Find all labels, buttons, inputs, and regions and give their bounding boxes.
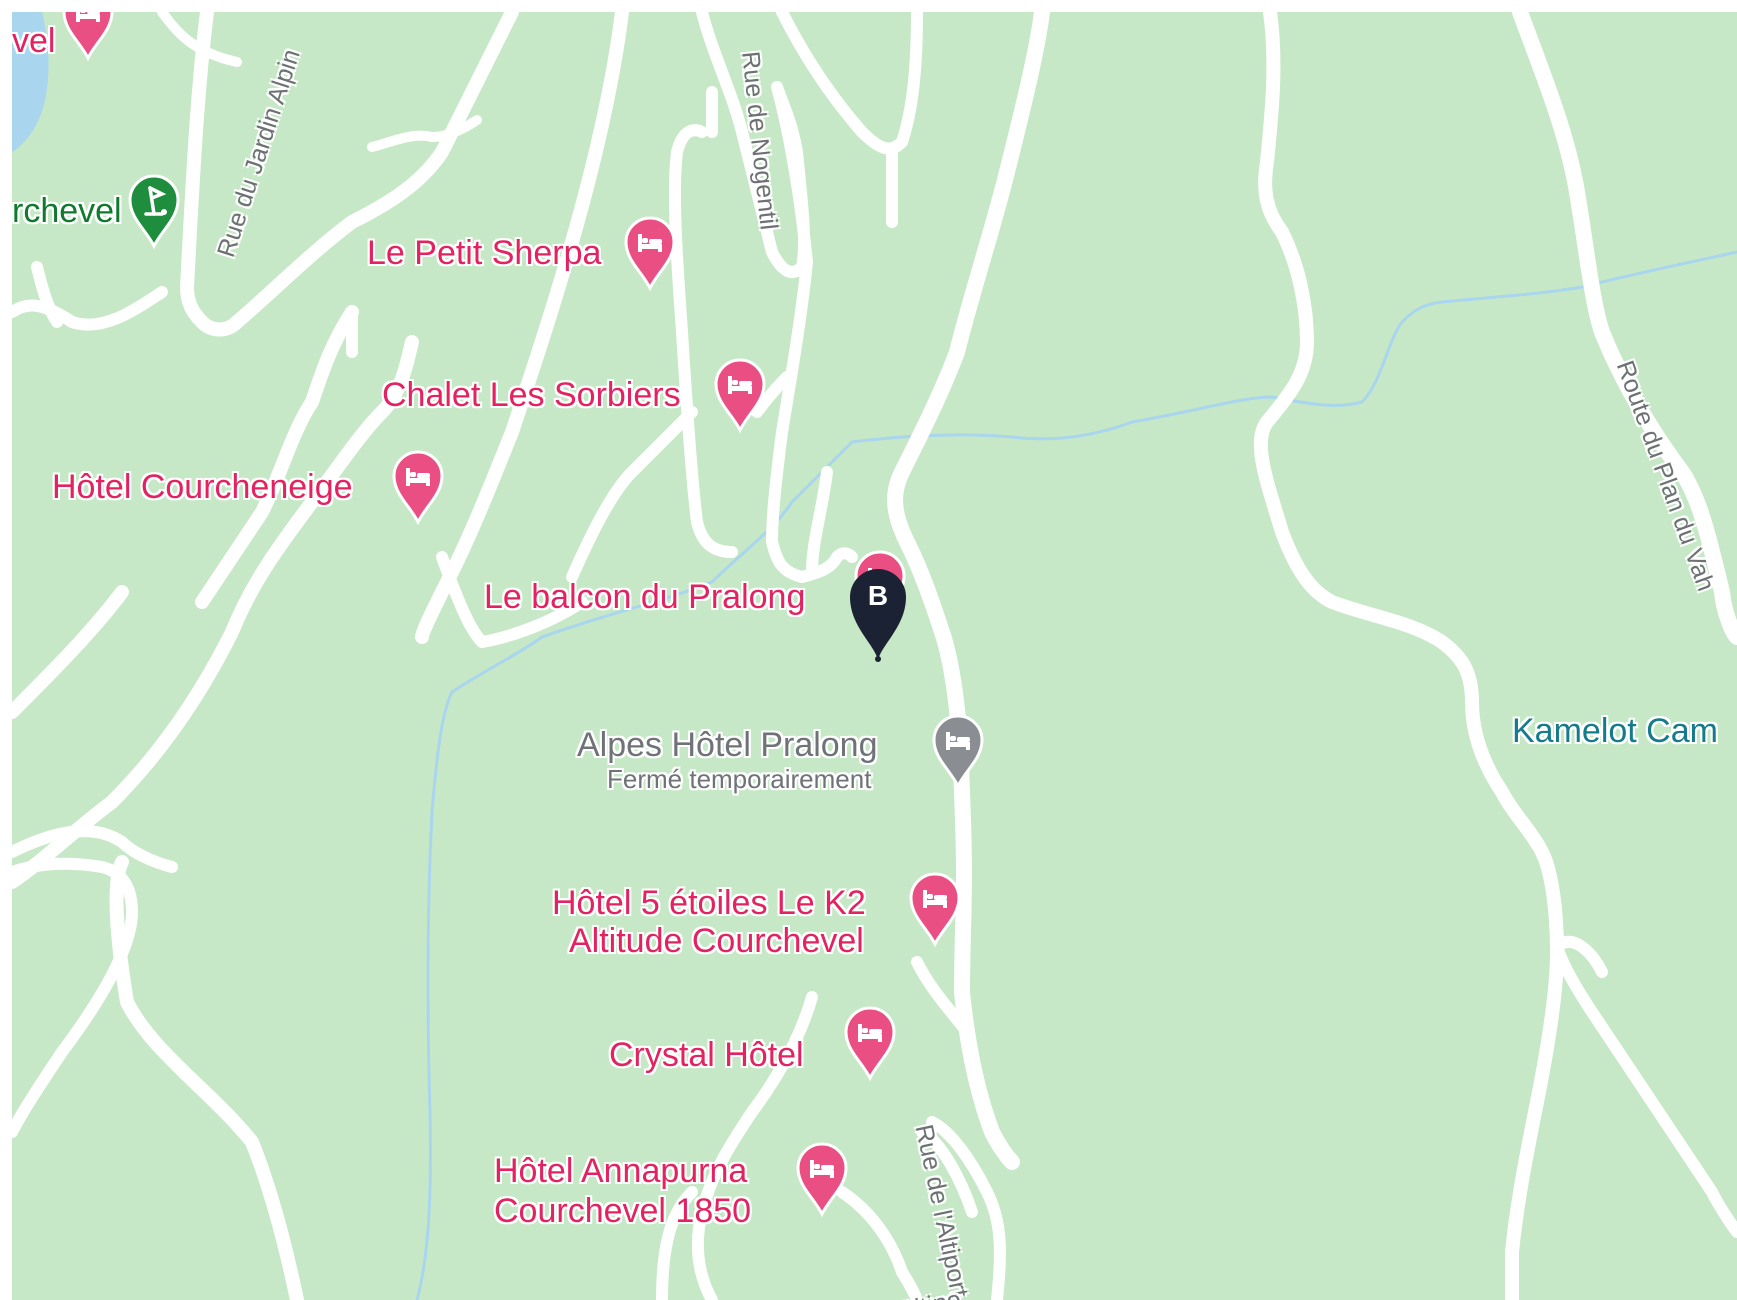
hotel-bed-icon bbox=[392, 450, 444, 526]
poi-label: Hôtel Courcheneige bbox=[52, 468, 353, 506]
streams bbox=[415, 250, 1737, 1300]
golf-label: rchevel bbox=[12, 192, 122, 230]
poi-label: Crystal Hôtel bbox=[609, 1036, 804, 1074]
map-base-layer bbox=[12, 12, 1737, 1300]
hotel-bed-icon bbox=[844, 1006, 896, 1082]
poi-label: Le Petit Sherpa bbox=[367, 234, 602, 272]
poi-label: Hôtel Annapurna bbox=[494, 1152, 748, 1190]
hotel-bed-icon bbox=[624, 216, 676, 292]
poi-label: Hôtel 5 étoiles Le K2 bbox=[552, 884, 866, 922]
lake bbox=[12, 12, 49, 152]
poi-status: Fermé temporairement bbox=[607, 764, 872, 794]
hotel-bed-icon bbox=[62, 12, 114, 62]
hotel-bed-icon bbox=[796, 1142, 848, 1218]
location-marker-b[interactable]: B bbox=[847, 564, 909, 664]
poi-label: Chalet Les Sorbiers bbox=[382, 376, 681, 414]
hotel-bed-icon bbox=[932, 714, 984, 790]
golf-icon bbox=[128, 174, 180, 250]
map-canvas[interactable]: vel rchevel Rue du Jardin Alpin Rue de N… bbox=[12, 12, 1737, 1300]
top-left-partial-label: vel bbox=[12, 22, 56, 60]
hotel-bed-icon bbox=[909, 872, 961, 948]
marker-letter: B bbox=[867, 580, 889, 611]
poi-label: Alpes Hôtel Pralong bbox=[577, 726, 878, 764]
poi-kamelot-camp-label[interactable]: Kamelot Cam bbox=[1512, 712, 1718, 750]
poi-label-line2: Courchevel 1850 bbox=[494, 1192, 752, 1230]
poi-label: Le balcon du Pralong bbox=[484, 578, 806, 616]
map-marker-icon bbox=[850, 569, 906, 662]
poi-label-line2: Altitude Courchevel bbox=[569, 922, 864, 960]
roads bbox=[12, 12, 1737, 1300]
hotel-bed-icon bbox=[714, 358, 766, 434]
